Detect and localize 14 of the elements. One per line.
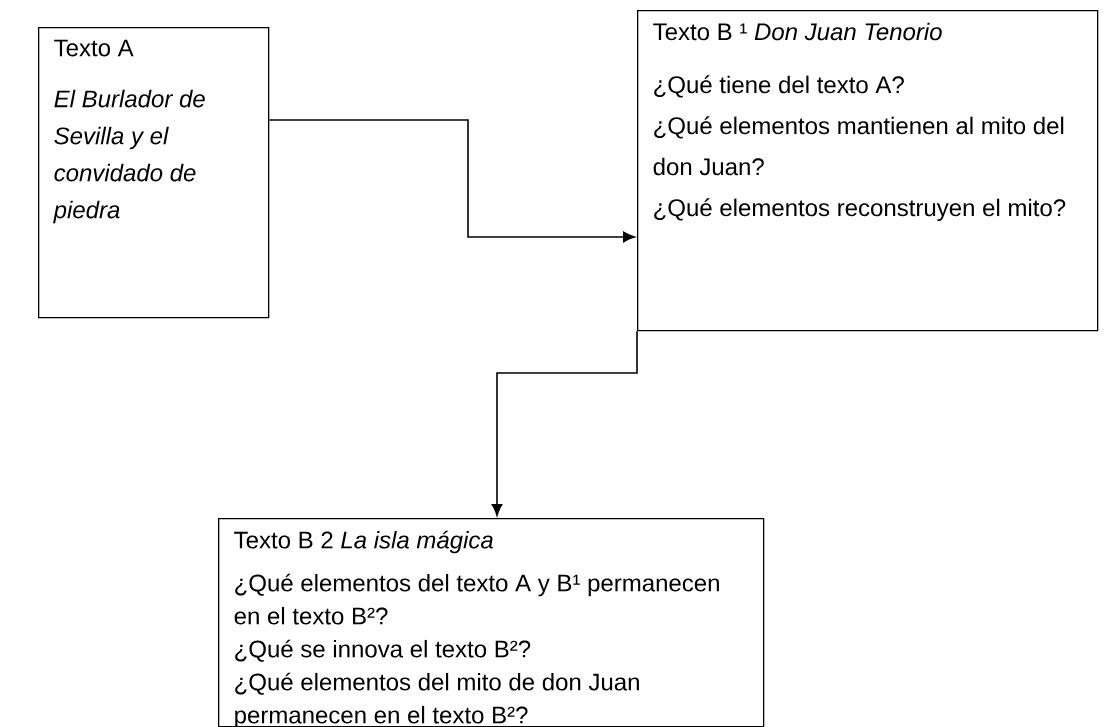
text-box [38,27,270,319]
heading-text: Texto A [54,39,134,57]
question-text: ¿Qué elementos mantienen al mito del don Juan? [653,116,1064,176]
question-text: ¿Qué elementos reconstruyen el mito? [654,198,1066,221]
heading-text: Texto B ¹ Don Juan Tenorio [653,22,942,41]
text-box [637,10,1099,332]
heading-text: Texto B 2 La isla mágica [234,530,493,554]
question-text: ¿Qué se innova el texto B²? [235,639,531,662]
title-text: El Burlador de Sevilla y el convidado de piedra [53,89,205,224]
text-box [218,518,765,727]
question-text: ¿Qué tiene del texto A? [654,75,904,98]
arrow [268,119,635,243]
arrow [491,330,638,516]
question-text: ¿Qué elementos del texto A y B¹ permanecen en el texto B²? [234,573,719,625]
